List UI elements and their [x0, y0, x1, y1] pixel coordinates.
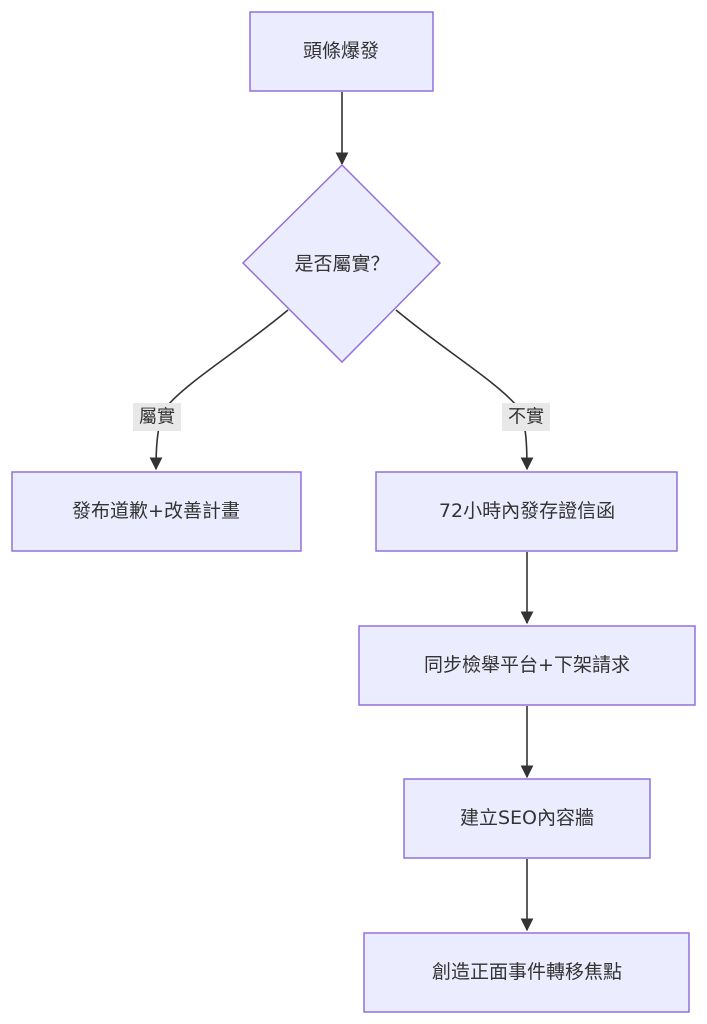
edge-decision-to-letter [395, 309, 534, 471]
node-letter-label: 72小時內發存證信函 [439, 500, 615, 522]
node-headline: 頭條爆發 [249, 11, 434, 92]
node-headline-label: 頭條爆發 [303, 40, 379, 62]
node-apology-label: 發布道歉+改善計畫 [72, 500, 240, 522]
node-event-label: 創造正面事件轉移焦點 [432, 961, 622, 983]
node-decision-label: 是否屬實？ [294, 253, 389, 275]
node-seo: 建立SEO內容牆 [403, 778, 651, 859]
edge-label-false: 不實 [502, 403, 550, 431]
node-report-label: 同步檢舉平台+下架請求 [424, 654, 630, 676]
edge-decision-to-apology [149, 309, 289, 471]
edge-label-true: 屬實 [133, 403, 181, 431]
node-letter: 72小時內發存證信函 [375, 471, 678, 552]
edge-label-false-text: 不實 [508, 407, 544, 428]
node-apology: 發布道歉+改善計畫 [11, 471, 302, 552]
node-seo-label: 建立SEO內容牆 [460, 807, 594, 829]
node-decision: 是否屬實？ [241, 163, 442, 364]
node-report: 同步檢舉平台+下架請求 [358, 625, 696, 706]
node-event: 創造正面事件轉移焦點 [363, 932, 690, 1013]
edge-label-true-text: 屬實 [139, 407, 175, 428]
